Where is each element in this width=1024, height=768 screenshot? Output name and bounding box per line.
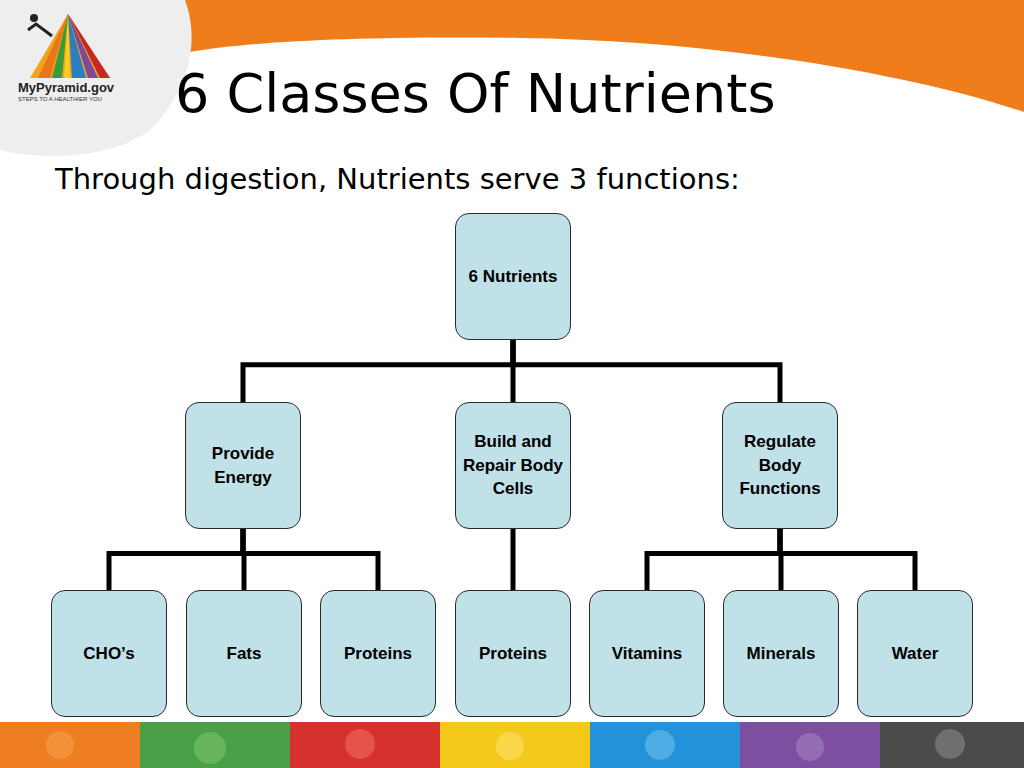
subtitle: Through digestion, Nutrients serve 3 fun…: [55, 162, 740, 196]
box-label: Proteins: [479, 642, 547, 666]
logo-corner: [0, 0, 192, 156]
nutrient-box: Regulate Body Functions: [722, 402, 838, 529]
slide-title: 6 Classes Of Nutrients: [175, 62, 776, 125]
nutrient-box: 6 Nutrients: [455, 213, 571, 340]
box-label: 6 Nutrients: [469, 265, 558, 289]
nutrient-box: Build and Repair Body Cells: [455, 402, 571, 529]
nutrient-box: Minerals: [723, 590, 839, 717]
tree-connector: [511, 529, 516, 590]
box-label: Fats: [227, 642, 262, 666]
color-strip: [0, 722, 1024, 768]
logo-name: MyPyramid.gov: [18, 80, 114, 95]
box-label: CHO’s: [83, 642, 134, 666]
nutrient-box: Proteins: [320, 590, 436, 717]
tree-connector: [109, 529, 243, 590]
box-label: Vitamins: [612, 642, 683, 666]
nutrient-box: CHO’s: [51, 590, 167, 717]
box-label: Water: [892, 642, 939, 666]
box-label: Minerals: [747, 642, 816, 666]
box-label: Provide Energy: [192, 442, 294, 490]
logo-tagline: STEPS TO A HEALTHIER YOU: [18, 96, 102, 102]
pyramid-logo: [28, 14, 110, 78]
box-label: Proteins: [344, 642, 412, 666]
tree-connector: [243, 340, 513, 402]
nutrient-box: Water: [857, 590, 973, 717]
nutrient-box: Fats: [186, 590, 302, 717]
nutrient-box: Vitamins: [589, 590, 705, 717]
tree-connector: [513, 340, 780, 402]
tree-connector: [780, 529, 915, 590]
nutrient-box: Proteins: [455, 590, 571, 717]
tree-connector: [647, 529, 780, 590]
tree-connector: [243, 529, 378, 590]
nutrient-box: Provide Energy: [185, 402, 301, 529]
box-label: Regulate Body Functions: [729, 430, 831, 501]
box-label: Build and Repair Body Cells: [462, 430, 564, 501]
